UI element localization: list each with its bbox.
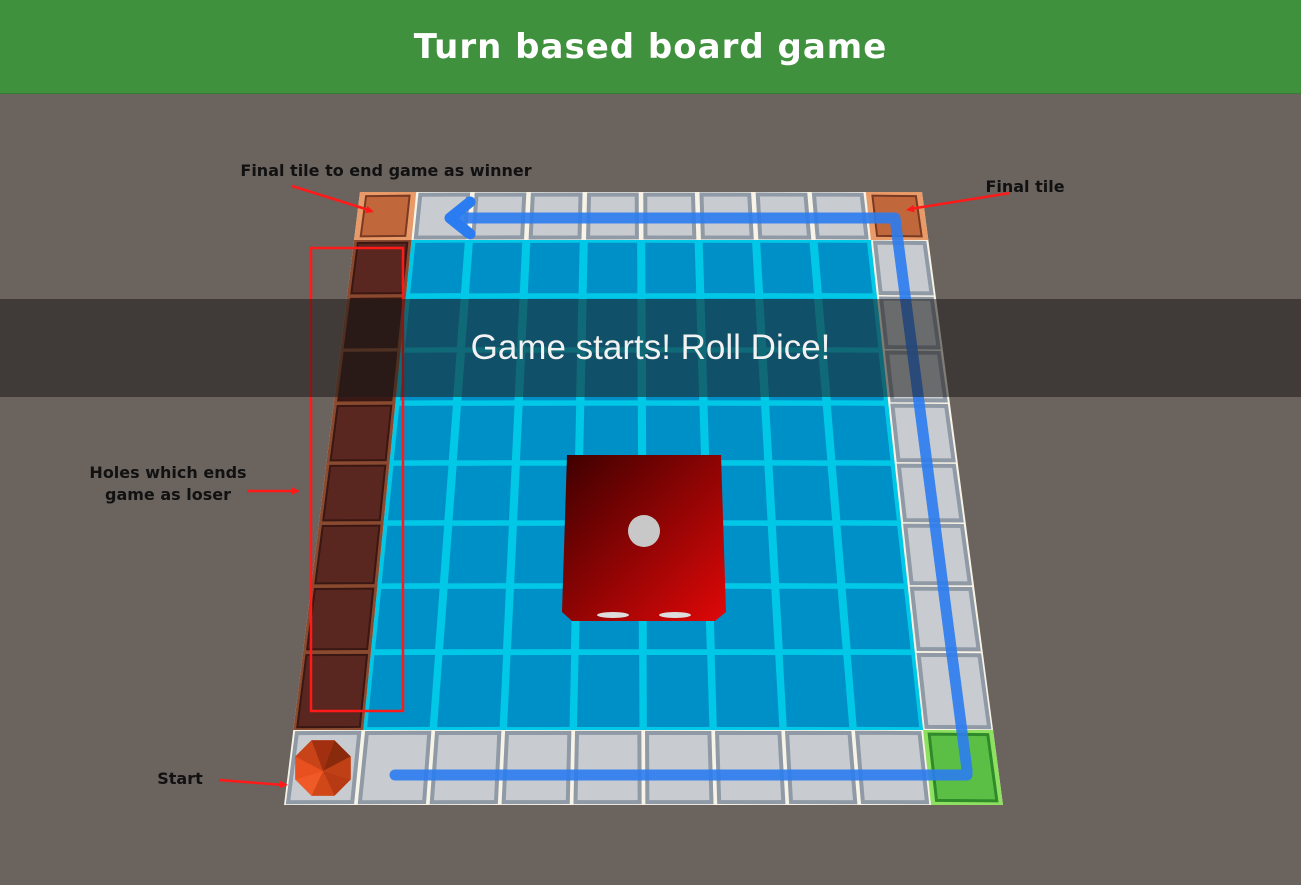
path-arrow: [389, 196, 973, 781]
field-cell: [393, 405, 453, 461]
annotation-holes-line2: game as loser: [105, 485, 231, 504]
field-cell: [769, 405, 828, 461]
path-tile: [854, 730, 930, 805]
hole-tile: [350, 241, 409, 295]
annotation-final-tile-winner: Final tile to end game as winner: [240, 161, 532, 180]
field-cell: [817, 242, 873, 294]
field-cell: [830, 405, 891, 461]
field-cell: [850, 654, 920, 728]
annotation-start: Start: [157, 769, 203, 788]
hole-tile: [296, 653, 369, 729]
app-header: Turn based board game: [0, 0, 1301, 94]
field-cell: [507, 654, 572, 728]
field-cell: [586, 242, 638, 294]
path-tile: [429, 730, 502, 805]
path-tile: [573, 730, 642, 805]
hole-tile: [314, 524, 381, 585]
app-title: Turn based board game: [413, 26, 888, 67]
path-tile: [357, 730, 432, 805]
hole-tile: [329, 404, 393, 462]
arrow-final-tile-winner: [291, 184, 373, 213]
field-cell: [447, 525, 509, 584]
field-cell: [452, 465, 512, 521]
player-token[interactable]: [295, 740, 351, 796]
arrowhead-start: [279, 780, 288, 789]
field-cell: [381, 525, 445, 584]
path-tile: [784, 730, 858, 805]
final-tile-inner: [359, 194, 411, 238]
hole-tile: [322, 464, 387, 522]
field-cell: [583, 405, 639, 461]
field-cell: [760, 242, 814, 294]
field-cell: [702, 242, 756, 294]
field-cell: [456, 405, 515, 461]
field-cell: [709, 465, 768, 521]
field-cell: [437, 654, 504, 728]
field-cell: [375, 588, 440, 650]
dice[interactable]: [562, 455, 726, 621]
field-cell: [645, 405, 702, 461]
field-cell: [367, 654, 436, 728]
path-tile: [501, 730, 572, 805]
arrowhead-final-tile: [906, 204, 915, 213]
field-cell: [646, 654, 710, 728]
field-cell: [707, 405, 765, 461]
path-tile: [715, 730, 786, 805]
annotation-final-tile: Final tile: [985, 177, 1065, 196]
field-cell: [387, 465, 449, 521]
field-cell: [410, 242, 465, 294]
field-cell: [840, 525, 904, 584]
path-tile: [645, 730, 714, 805]
arrowhead-holes: [291, 487, 300, 495]
hole-tile: [306, 587, 375, 651]
field-cell: [519, 405, 577, 461]
field-cell: [443, 588, 506, 650]
field-cell: [845, 588, 911, 650]
field-cell: [712, 588, 775, 650]
annotation-holes-line1: Holes which ends: [89, 463, 247, 482]
field-cell: [468, 242, 523, 294]
annotation-holes: Holes which ends game as loser: [70, 462, 266, 506]
arrowhead-final-tile-winner: [365, 205, 374, 214]
field-cell: [779, 588, 843, 650]
status-message: Game starts! Roll Dice!: [470, 328, 831, 367]
field-cell: [517, 465, 575, 521]
dice-pip: [628, 515, 660, 547]
holes-highlight-box: [309, 246, 405, 713]
field-cell: [782, 654, 850, 728]
field-cell: [775, 525, 838, 584]
field-cell: [711, 525, 772, 584]
field-cell: [835, 465, 897, 521]
status-banner: Game starts! Roll Dice!: [0, 299, 1301, 397]
field-cell: [510, 588, 573, 650]
arrow-final-tile: [909, 191, 1011, 211]
field-cell: [514, 525, 574, 584]
field-cell: [714, 654, 780, 728]
field-cell: [772, 465, 833, 521]
arrow-start: [218, 778, 285, 787]
field-cell: [645, 242, 697, 294]
field-cell: [527, 242, 580, 294]
field-cell: [576, 655, 640, 728]
